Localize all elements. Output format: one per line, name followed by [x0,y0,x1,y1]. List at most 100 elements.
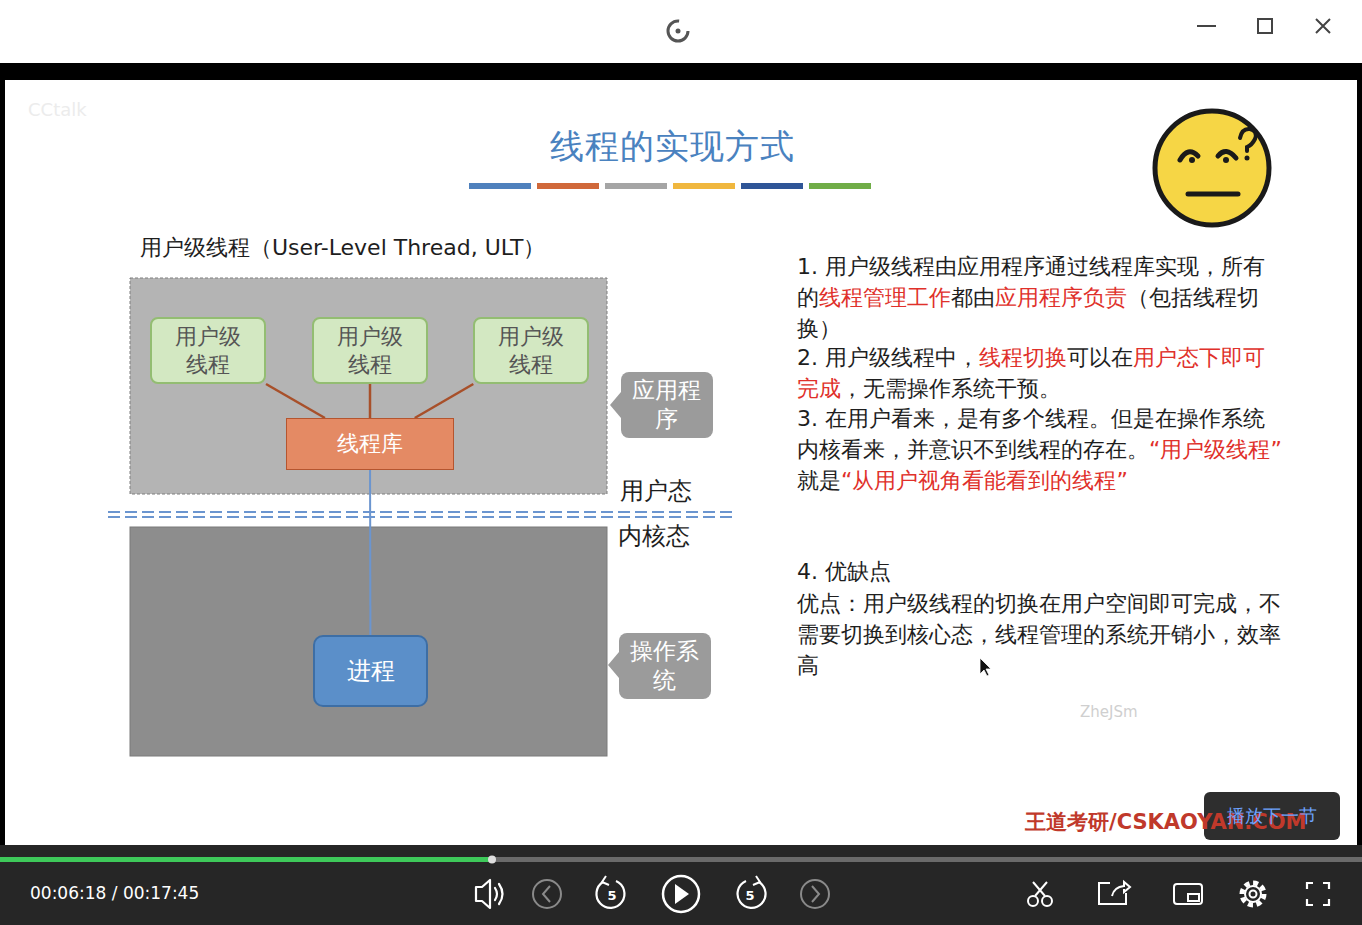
settings-icon [1245,886,1261,902]
body-text: 就是 [797,468,841,493]
pip-icon [1174,884,1202,904]
settings-icon [1250,891,1257,898]
rewind-icon [602,876,609,885]
next-icon [801,880,829,908]
highlighted-text: 线程切换 [979,345,1067,370]
body-text: 可以在 [1067,345,1133,370]
time-display: 00:06:18 / 00:17:45 [30,883,199,903]
color-bar [673,183,735,189]
body-text: 2. 用户级线程中， [797,345,979,370]
skip-seconds: 5 [745,888,754,903]
progress-track [0,857,1362,862]
connector-line [369,384,372,418]
body-text: 优点：用户级线程的切换在用户空间即可完成，不需要切换到核心态，线程管理的系统开销… [797,591,1281,678]
scissors-icon [1028,896,1038,906]
process-box: 进程 [313,635,428,707]
highlighted-text: 应用程序负责 [995,285,1127,310]
close-icon [1316,19,1330,33]
explanation-paragraph: 1. 用户级线程由应用程序通过线程库实现，所有的线程管理工作都由应用程序负责（包… [797,251,1285,344]
scissors-icon [1042,896,1052,906]
callout-box: 应用程序 [621,372,713,438]
mode-boundary [108,516,736,518]
settings-icon [1242,883,1264,905]
mode-label: 内核态 [618,520,690,552]
slide [5,80,1357,845]
forward-icon [738,881,766,908]
callout-pointer [610,392,621,418]
highlighted-text: “从用户视角看能看到的线程” [841,468,1128,493]
thread-box: 用户级线程 [150,317,266,384]
slide-title: 线程的实现方式 [550,124,795,170]
node-text: 操作系统 [629,637,700,695]
callout-box: 操作系统 [619,633,711,699]
explanation-paragraph: 2. 用户级线程中，线程切换可以在用户态下即可完成，无需操作系统干预。 [797,342,1285,404]
section-heading: 用户级线程（User-Level Thread, ULT） [140,233,545,263]
volume-icon [495,884,503,904]
scissors-icon [1033,882,1047,896]
fullscreen-icon [1307,883,1329,905]
connector-line [369,470,371,635]
share-icon [1112,882,1130,896]
control-bar [0,845,1362,925]
thread-box: 用户级线程 [312,317,428,384]
color-bar [469,183,531,189]
skip-seconds: 5 [607,888,616,903]
progress-knob [488,856,496,864]
node-text: 用户级线程 [336,323,404,378]
connector-line [415,384,474,418]
callout-pointer [608,652,619,678]
color-bar [605,183,667,189]
question-mark [1240,129,1256,151]
body-text: ，无需操作系统干预。 [841,376,1061,401]
explanation-paragraph: 4. 优缺点 [797,556,1285,587]
mode-boundary [108,511,736,513]
rewind-icon [596,881,624,908]
prev-icon [533,880,561,908]
node-text: 用户级线程 [497,323,565,378]
emoji-eye [1189,157,1195,163]
app-logo [668,21,688,41]
emoji-mouth [1188,192,1238,197]
title-bar [0,0,1362,63]
prev-icon [543,886,550,902]
explanation-paragraph: 3. 在用户看来，是有多个线程。但是在操作系统内核看来，并意识不到线程的存在。“… [797,403,1285,496]
question-mark-dot [1245,156,1250,161]
node-text: 线程库 [337,430,403,458]
connector-line [266,384,325,418]
thread-library-box: 线程库 [286,418,454,470]
body-text: 都由 [951,285,995,310]
highlighted-text: “用户级线程” [1149,437,1282,462]
emoji-eye [1223,157,1229,163]
minimize-icon [1197,25,1216,27]
forward-icon [753,876,760,885]
color-bar [741,183,803,189]
volume-icon [476,880,490,908]
mouse-cursor [980,658,991,676]
color-bar [537,183,599,189]
emoji-face [1155,111,1269,225]
emoji-eye [1180,152,1198,160]
explanation-paragraph: 优点：用户级线程的切换在用户空间即可完成，不需要切换到核心态，线程管理的系统开销… [797,588,1285,681]
thread-box: 用户级线程 [473,317,589,384]
watermark: CCtalk [28,99,87,120]
node-text: 应用程序 [631,376,702,434]
mode-label: 用户态 [620,475,692,507]
pip-icon [1188,894,1199,901]
node-text: 用户级线程 [174,323,242,378]
node-text: 进程 [347,656,395,686]
next-icon [812,886,819,902]
watermark: ZheJSm [1080,703,1138,721]
next-lesson-button: 播放下一节 [1227,804,1317,828]
maximize-icon [1258,19,1272,33]
video-frame [0,63,1362,863]
app-logo-dot [676,29,681,34]
play-icon [675,884,689,904]
play-icon [663,876,699,912]
highlighted-text: 线程管理工作 [819,285,951,310]
emoji-eye [1218,151,1236,158]
kernel-space-region [130,527,607,756]
body-text: 4. 优缺点 [797,559,891,584]
progress-fill [0,857,490,862]
